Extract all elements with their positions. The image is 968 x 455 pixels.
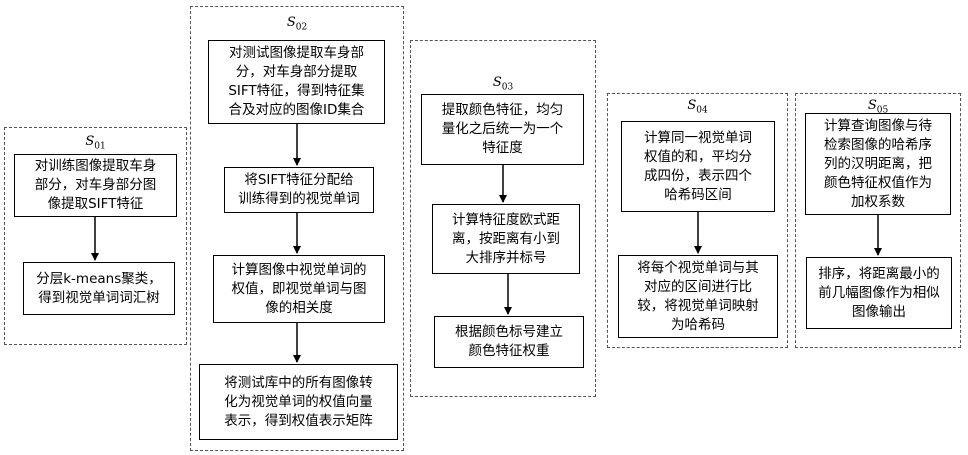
flowchart: S01 对训练图像提取车身 部分，对车身部分图 像提取SIFT特征 分层k-me… (0, 0, 968, 455)
flow-arrows (0, 0, 968, 455)
